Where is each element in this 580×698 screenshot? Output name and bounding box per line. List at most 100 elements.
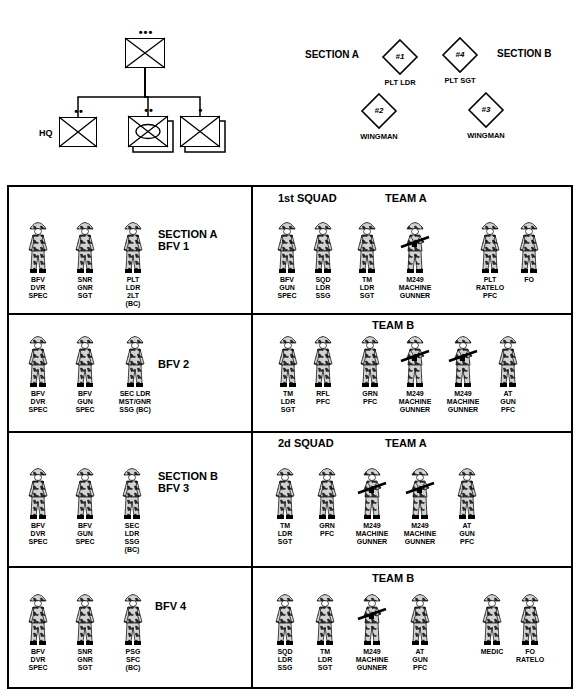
table-rule: [8, 431, 572, 433]
section-heading: TEAM B: [372, 319, 414, 331]
soldier-caption: MEDIC: [481, 648, 504, 656]
unit-symbol: •: [180, 116, 220, 147]
section-label: SECTION B: [497, 48, 551, 60]
soldier-figure: [76, 337, 94, 388]
soldier-caption: GRN PFC: [362, 390, 378, 406]
soldier-caption: FO RATELO: [516, 648, 544, 664]
gunner-figure: [401, 223, 429, 274]
gunner-figure: [358, 469, 386, 520]
soldier-caption: SQD LDR SSG: [315, 276, 330, 300]
vehicle-diamond: #2WINGMAN: [361, 93, 397, 129]
unit-symbol: ••HQ: [59, 117, 97, 147]
vehicle-role: WINGMAN: [467, 131, 505, 140]
soldier-caption: TM LDR SGT: [360, 276, 374, 300]
soldier-figure: [314, 223, 332, 274]
soldier-figure: [29, 595, 47, 646]
section-heading: BFV 2: [158, 358, 189, 370]
echelon-dots: ••: [144, 104, 154, 116]
soldier-caption: BFV GUN SPEC: [75, 522, 94, 546]
soldier-caption: M249 MACHINE GUNNER: [356, 522, 389, 546]
soldier-figure: [483, 595, 501, 646]
soldier-caption: SQD LDR SSG: [277, 648, 292, 672]
soldier-caption: TM LDR SGT: [278, 522, 292, 546]
soldier-caption: TM LDR SGT: [281, 390, 295, 414]
soldier-caption: M249 MACHINE GUNNER: [399, 276, 432, 300]
gunner-figure: [406, 469, 434, 520]
soldier-caption: BFV GUN SPEC: [75, 390, 94, 414]
soldier-figure: [279, 337, 297, 388]
vehicle-number: #4: [456, 50, 465, 60]
soldier-figure: [124, 595, 142, 646]
vehicle-diamond: #4PLT SGT: [442, 37, 478, 73]
soldier-figure: [316, 595, 334, 646]
diamond-shape: [362, 94, 396, 128]
soldier-caption: BFV DVR SPEC: [28, 648, 47, 672]
section-heading: SECTION A BFV 1: [158, 228, 230, 252]
soldier-caption: AT GUN PFC: [500, 390, 516, 414]
soldier-caption: SEC LDR SSG (BC): [125, 522, 140, 554]
soldier-figure: [361, 337, 379, 388]
table-cell: TEAM B SQD LDR SSG TM LDR SGT M249 MACHINE …: [252, 567, 572, 688]
table-cell: 1st SQUAD TEAM A BFV GUN SPEC SQD LDR SSG TM…: [252, 186, 572, 314]
vehicle-role: WINGMAN: [360, 132, 398, 141]
soldier-figure: [276, 595, 294, 646]
soldier-figure: [481, 223, 499, 274]
table-cell: TEAM BTM LDR SGTRFL PFCGRN PFCM249 MACHI…: [252, 314, 572, 432]
soldier-figure: [76, 595, 94, 646]
soldier-caption: BFV DVR SPEC: [28, 522, 47, 546]
table-cell: SECTION B BFV 3BFV DVR SPECBFV GUN SPECS…: [8, 432, 252, 567]
diamond-shape: [443, 38, 477, 72]
echelon-dots: •: [199, 104, 204, 116]
vehicle-diamond: #3WINGMAN: [468, 92, 504, 128]
soldier-caption: AT GUN PFC: [459, 522, 475, 546]
section-heading: TEAM A: [385, 192, 427, 204]
soldier-figure: [76, 469, 94, 520]
table-frame: [8, 186, 572, 688]
tree-connector: [78, 68, 145, 117]
soldier-figure: [126, 337, 144, 388]
soldier-caption: M249 MACHINE GUNNER: [356, 648, 389, 672]
soldier-caption: SNR GNR SGT: [77, 276, 93, 300]
soldier-caption: M249 MACHINE GUNNER: [399, 390, 432, 414]
soldier-figure: [29, 337, 47, 388]
soldier-figure: [520, 223, 538, 274]
vehicle-number: #3: [482, 105, 491, 115]
soldier-figure: [76, 223, 94, 274]
table-cell: BFV 4BFV DVR SPECSNR GNR SGTPSG SFC (BC): [8, 567, 252, 688]
soldier-caption: BFV GUN SPEC: [277, 276, 296, 300]
echelon-dots: •••: [139, 26, 154, 38]
soldier-figure: [358, 223, 376, 274]
vehicle-diamond: #1PLT LDR: [382, 39, 418, 75]
soldier-caption: TM LDR SGT: [318, 648, 332, 672]
soldier-caption: PSG SFC (BC): [126, 648, 141, 672]
soldier-figure: [29, 469, 47, 520]
section-heading: 1st SQUAD: [278, 192, 337, 204]
soldier-figure: [123, 469, 141, 520]
table-cell: BFV 2BFV DVR SPECBFV GUN SPECSEC LDR MST…: [8, 314, 252, 432]
soldier-caption: M249 MACHINE GUNNER: [404, 522, 437, 546]
soldier-caption: PLT RATELO PFC: [476, 276, 504, 300]
soldier-caption: SEC LDR MST/GNR SSG (BC): [119, 390, 151, 414]
section-heading: TEAM B: [372, 572, 414, 584]
gunner-figure: [449, 337, 477, 388]
unit-label: HQ: [39, 128, 53, 138]
unit-cross: [125, 38, 165, 68]
soldier-figure: [124, 223, 142, 274]
mech-oval: [136, 125, 160, 139]
echelon-dots: ••: [74, 105, 84, 117]
soldier-caption: AT GUN PFC: [412, 648, 428, 672]
diamond-shape: [469, 93, 503, 127]
soldier-figure: [499, 337, 517, 388]
table-rule: [8, 313, 572, 315]
tree-connector: [145, 68, 200, 116]
unit-shadow: [133, 121, 173, 152]
vehicle-role: PLT LDR: [384, 78, 415, 87]
table-cell: SECTION A BFV 1BFV DVR SPECSNR GNR SGTPL…: [8, 186, 252, 314]
unit-symbol: ••: [128, 116, 168, 147]
soldier-figure: [318, 469, 336, 520]
vehicle-number: #2: [375, 106, 384, 116]
diamond-shape: [383, 40, 417, 74]
soldier-figure: [314, 337, 332, 388]
